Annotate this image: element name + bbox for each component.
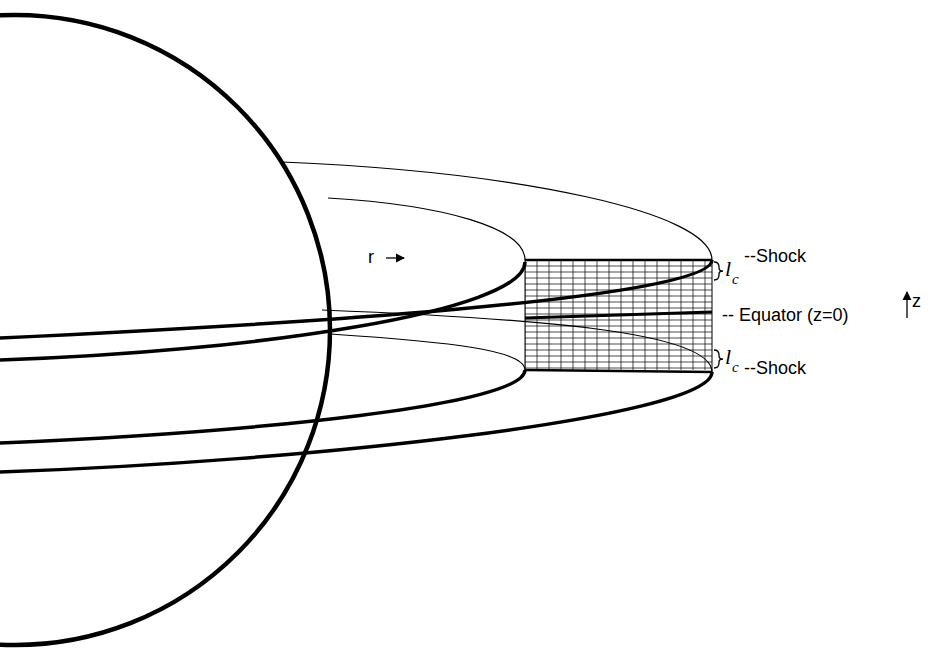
grid-line bbox=[525, 350, 712, 351]
grid-line bbox=[525, 326, 712, 327]
z-arrow bbox=[906, 292, 907, 318]
boundary-label: --Shock bbox=[744, 359, 806, 377]
grid-line bbox=[561, 260, 562, 370]
grid-line bbox=[525, 296, 712, 297]
grid-line bbox=[525, 260, 526, 370]
grid-line bbox=[525, 266, 712, 267]
grid-line bbox=[525, 344, 712, 345]
axis-label: r bbox=[368, 248, 374, 266]
axis-label: z bbox=[912, 292, 921, 310]
ring-far-edges bbox=[282, 162, 712, 372]
r-arrow bbox=[386, 257, 404, 258]
length-subscript: c bbox=[732, 272, 739, 287]
grid-line bbox=[549, 260, 550, 370]
grid-line bbox=[525, 260, 712, 261]
boundary-label: -- Equator (z=0) bbox=[722, 306, 849, 324]
equator-line bbox=[525, 312, 712, 318]
length-symbol: l bbox=[725, 346, 731, 368]
grid-line bbox=[693, 260, 694, 370]
boundary-label: --Shock bbox=[744, 247, 806, 265]
grid-line bbox=[525, 362, 712, 363]
grid-line bbox=[525, 272, 712, 273]
length-subscript: c bbox=[732, 360, 739, 375]
grid-line bbox=[525, 338, 712, 339]
length-symbol: l bbox=[725, 258, 731, 280]
grid-line bbox=[525, 284, 712, 285]
grid-line bbox=[669, 260, 670, 370]
grid-line bbox=[525, 356, 712, 357]
grid-line bbox=[525, 302, 712, 303]
grid-line bbox=[525, 320, 712, 321]
grid-line bbox=[525, 308, 712, 309]
bracket bbox=[714, 350, 723, 368]
grid-line bbox=[525, 368, 712, 369]
grid-line bbox=[525, 332, 712, 333]
grid-edge bbox=[525, 260, 526, 370]
bracket bbox=[714, 262, 723, 280]
shock-line bbox=[525, 370, 712, 372]
grid-line bbox=[705, 260, 706, 370]
shock-line bbox=[525, 259, 712, 262]
ring-near-edges bbox=[0, 260, 712, 472]
grid-edge bbox=[712, 260, 713, 372]
grid-line bbox=[537, 260, 538, 370]
